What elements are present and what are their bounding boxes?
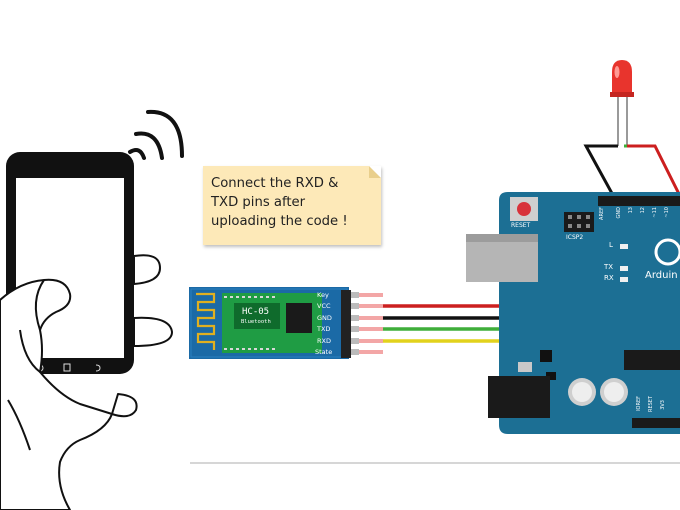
power-label-ioref: IOREF xyxy=(636,396,642,411)
hc05-module xyxy=(189,287,383,359)
led-rim xyxy=(610,92,634,97)
hc05-label-plate xyxy=(234,303,280,329)
power-label-3v3: 3V3 xyxy=(660,400,666,410)
onboard-led-rx xyxy=(620,277,628,282)
phone-home-icon xyxy=(63,363,71,372)
hc05-pins xyxy=(351,292,383,355)
wireless-signal-icon xyxy=(128,109,184,160)
power-label-reset: RESET xyxy=(648,396,654,413)
header-label-13: 13 xyxy=(628,207,634,214)
power-header xyxy=(632,418,680,428)
pin-label-key: Key xyxy=(317,291,329,299)
header-label-12: 12 xyxy=(640,207,646,214)
smd-component-1 xyxy=(540,350,552,362)
usb-connector-shade xyxy=(466,234,538,242)
arduino-board xyxy=(466,192,680,434)
hc05-pads xyxy=(224,296,275,350)
header-label-gnd: GND xyxy=(616,207,622,219)
reset-button-cap xyxy=(517,202,531,216)
smd-component-2 xyxy=(546,372,556,380)
phone-in-hand-illustration xyxy=(0,109,184,510)
onboard-led-tx xyxy=(620,266,628,271)
pin-label-txd: TXD xyxy=(317,325,331,333)
hc05-pin-header xyxy=(341,290,351,358)
note-corner-fold xyxy=(369,166,381,178)
header-label-aref: AREF xyxy=(599,207,605,220)
antenna-trace xyxy=(196,292,216,350)
arduino-pcb xyxy=(499,192,680,434)
power-jack xyxy=(488,376,550,418)
arduino-l-label: L xyxy=(609,241,613,249)
arduino-icsp-label: ICSP2 xyxy=(566,234,584,241)
led-wire-red xyxy=(627,144,680,197)
red-led xyxy=(610,60,634,146)
led-dome xyxy=(612,60,632,94)
note-line-3: uploading the code ! xyxy=(211,214,348,229)
header-label-10: ~10 xyxy=(664,207,670,218)
ic-chip xyxy=(624,350,680,370)
arduino-brand: Arduin xyxy=(645,270,678,281)
note-line-2: TXD pins after xyxy=(211,195,306,210)
instruction-note: Connect the RXD & TXD pins after uploadi… xyxy=(203,166,381,245)
arduino-reset-label: RESET xyxy=(511,222,531,229)
arduino-logo-icon xyxy=(654,238,680,266)
arduino-tx-label: TX xyxy=(604,263,614,271)
hc05-chip xyxy=(286,303,312,333)
digital-header xyxy=(598,196,680,206)
led-wire-black xyxy=(583,144,622,209)
pin-label-gnd: GND xyxy=(317,314,332,322)
arduino-rx-label: RX xyxy=(604,274,614,282)
capacitor-1-top xyxy=(572,382,592,402)
pin-label-state: State xyxy=(315,348,333,356)
header-label-11: ~11 xyxy=(652,207,658,218)
smd-component-3 xyxy=(518,362,532,372)
hand-outline xyxy=(0,254,173,510)
hc05-subtitle: Bluetooth xyxy=(241,319,271,325)
capacitor-2-top xyxy=(604,382,624,402)
phone-back-icon xyxy=(95,364,101,372)
led-highlight xyxy=(614,66,620,78)
note-line-1: Connect the RXD & xyxy=(211,176,339,191)
pin-label-rxd: RXD xyxy=(317,337,331,345)
hc05-name: HC-05 xyxy=(242,307,270,317)
pin-label-vcc: VCC xyxy=(317,302,331,310)
onboard-led-l xyxy=(620,244,628,249)
